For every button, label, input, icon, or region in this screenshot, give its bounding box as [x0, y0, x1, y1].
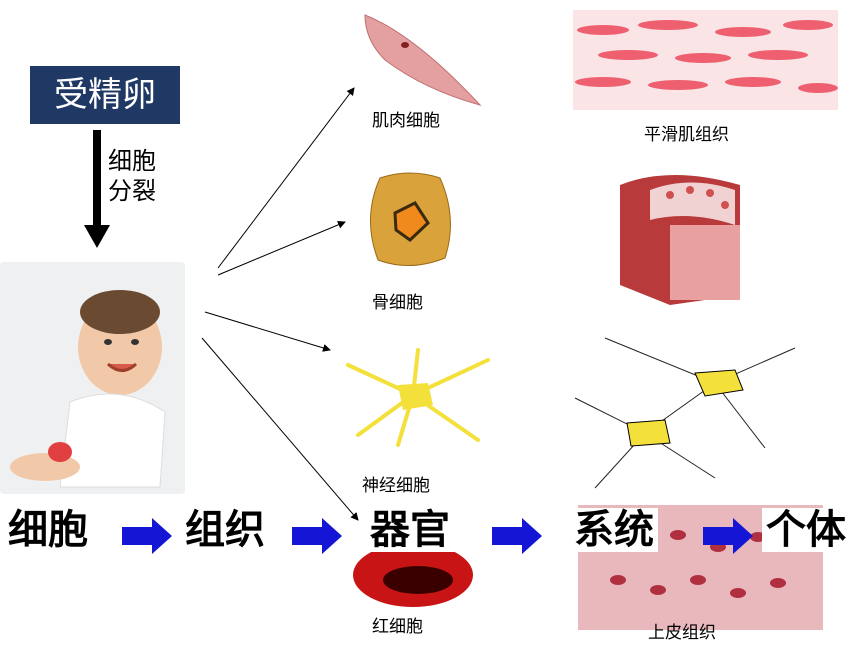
zygote-label: 受精卵: [30, 66, 180, 124]
down-arrow-icon: [84, 130, 110, 248]
blue-arrow-icon: [292, 518, 342, 554]
nerve-cell-image: [346, 348, 490, 447]
nerve-cell-label: 神经细胞: [362, 476, 430, 496]
division-line-1: 细胞: [108, 147, 156, 175]
smooth-muscle-label: 平滑肌组织: [644, 125, 729, 145]
smooth-muscle-tissue-image: [573, 10, 838, 110]
level-system: 系统: [570, 508, 658, 552]
muscle-cell-image: [364, 14, 482, 106]
blue-arrow-icon: [122, 518, 172, 554]
nerve-tissue-image: [574, 337, 796, 489]
baby-photo: [0, 262, 185, 494]
level-tissue: 组织: [185, 507, 265, 553]
muscle-cell-label: 肌肉细胞: [372, 111, 440, 131]
bone-tissue-image: [620, 175, 740, 305]
level-individual: 个体: [762, 508, 850, 552]
division-label: 细胞 分裂: [108, 146, 156, 206]
epithelium-label: 上皮组织: [648, 623, 716, 643]
red-cell-image: [353, 543, 473, 607]
division-line-2: 分裂: [108, 177, 156, 205]
bone-cell-label: 骨细胞: [372, 293, 423, 313]
level-organ: 器官: [366, 508, 454, 552]
blue-arrow-icon: [492, 518, 542, 554]
baby-illustration: [10, 290, 166, 488]
level-cell: 细胞: [8, 507, 88, 553]
bone-cell-image: [370, 172, 451, 267]
blue-arrow-icon: [703, 518, 753, 554]
red-cell-label: 红细胞: [372, 617, 423, 637]
